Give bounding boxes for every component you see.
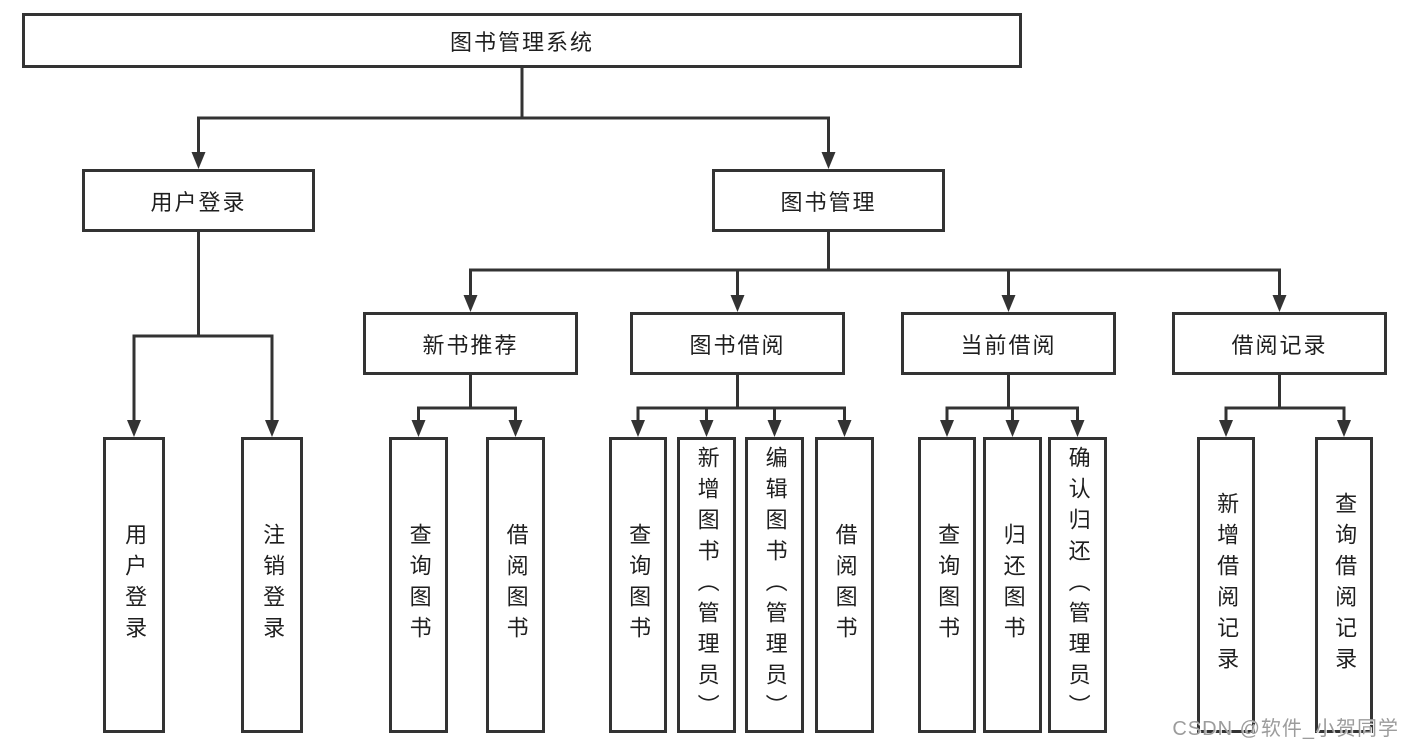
node-book-borrowing: 图书借阅 [630,312,845,375]
csdn-watermark: CSDN @软件_小贺同学 [1172,718,1399,740]
leaf-edit-book-admin: 编辑图书（管理员） [745,437,804,733]
leaf-confirm-return-admin: 确认归还（管理员） [1048,437,1107,733]
node-label: 当前借阅 [960,332,1057,358]
node-label: 图书借阅 [689,332,786,358]
leaf-label: 查询图书 [406,523,432,647]
leaf-add-book-admin: 新增图书（管理员） [677,437,736,733]
connector-book-borrow-children [631,375,852,437]
node-current-borrowing: 当前借阅 [901,312,1116,375]
leaf-logout: 注销登录 [241,437,303,733]
leaf-label: 编辑图书（管理员） [762,445,788,725]
leaf-label: 归还图书 [1000,523,1026,647]
leaf-label: 查询借阅记录 [1332,492,1358,678]
connector-current-borrow-children [940,375,1085,437]
node-label: 图书管理系统 [449,29,594,55]
leaf-add-borrow-record: 新增借阅记录 [1197,437,1255,733]
connector-root-to-level2 [191,68,836,169]
leaf-label: 借阅图书 [503,523,529,647]
node-borrowing-records: 借阅记录 [1172,312,1387,375]
node-user-login: 用户登录 [82,169,315,232]
node-label: 图书管理 [780,189,877,215]
leaf-query-borrow-record: 查询借阅记录 [1315,437,1373,733]
leaf-query-books-recommend: 查询图书 [389,437,448,733]
leaf-label: 查询图书 [935,523,961,647]
connector-user-login-children [127,232,279,437]
leaf-label: 查询图书 [626,523,652,647]
node-label: 用户登录 [150,189,247,215]
node-label: 借阅记录 [1231,332,1328,358]
connector-new-book-children [411,375,523,437]
leaf-label: 用户登录 [122,523,148,647]
node-library-management-system: 图书管理系统 [22,13,1022,68]
leaf-label: 借阅图书 [832,523,858,647]
connector-borrow-record-children [1219,375,1351,437]
leaf-borrow-books-recommend: 借阅图书 [486,437,545,733]
leaf-return-books: 归还图书 [983,437,1042,733]
leaf-user-login: 用户登录 [103,437,165,733]
node-book-management: 图书管理 [712,169,945,232]
node-new-book-recommendation: 新书推荐 [363,312,578,375]
leaf-query-books-borrowing: 查询图书 [609,437,667,733]
leaf-label: 新增图书（管理员） [694,445,720,725]
leaf-label: 新增借阅记录 [1214,492,1240,678]
connector-book-management-children [463,232,1287,312]
node-label: 新书推荐 [422,332,519,358]
leaf-borrow-books-borrowing: 借阅图书 [815,437,874,733]
leaf-query-books-current: 查询图书 [918,437,976,733]
leaf-label: 注销登录 [260,523,286,647]
leaf-label: 确认归还（管理员） [1065,445,1091,725]
